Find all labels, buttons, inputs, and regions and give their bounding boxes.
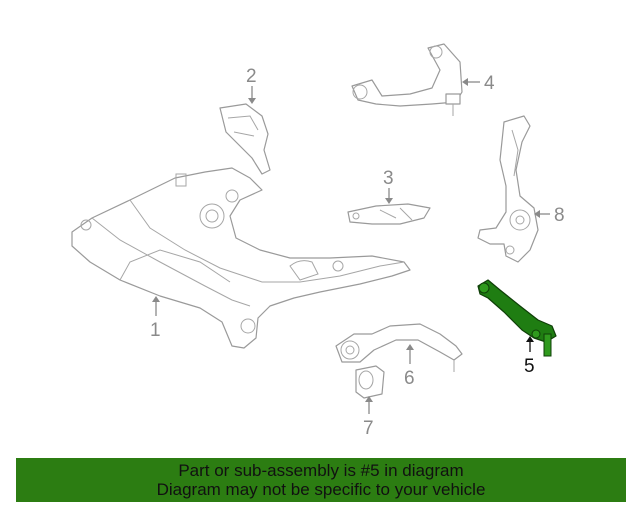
banner-line-2: Diagram may not be specific to your vehi… bbox=[156, 480, 486, 499]
leader-lines bbox=[152, 78, 550, 414]
info-banner: Part or sub-assembly is #5 in diagram Di… bbox=[16, 458, 626, 502]
callout-4: 4 bbox=[484, 73, 495, 94]
bushing-part-7 bbox=[355, 365, 385, 399]
subframe-part-1 bbox=[71, 167, 411, 349]
callout-8: 8 bbox=[554, 205, 565, 226]
control-arm-part-5 bbox=[477, 279, 557, 357]
callout-6: 6 bbox=[404, 368, 415, 389]
callout-5: 5 bbox=[524, 356, 535, 377]
callout-2: 2 bbox=[246, 66, 257, 87]
callout-1: 1 bbox=[150, 320, 161, 341]
knuckle-part-8 bbox=[477, 115, 539, 263]
callout-7: 7 bbox=[363, 418, 374, 439]
brace-part-3 bbox=[347, 203, 431, 225]
lower-arm-part-6 bbox=[335, 323, 463, 372]
bracket-part-2 bbox=[219, 103, 271, 175]
upper-arm-part-4 bbox=[351, 43, 463, 116]
callout-3: 3 bbox=[383, 168, 394, 189]
banner-line-1: Part or sub-assembly is #5 in diagram bbox=[178, 461, 464, 480]
